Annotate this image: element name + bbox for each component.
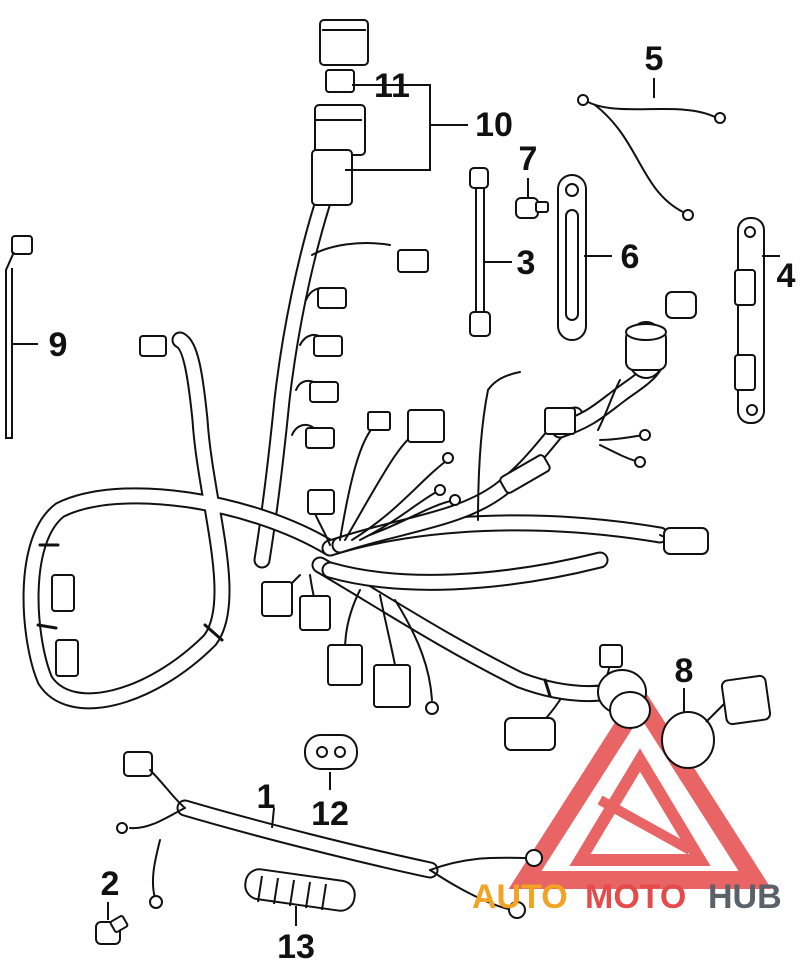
part-2-bolt [95, 915, 129, 945]
label-8: 8 [675, 652, 694, 690]
part-6-bracket [557, 174, 587, 341]
harness-connectors [51, 249, 709, 751]
part-4-strap [734, 217, 765, 424]
label-1: 1 [257, 778, 276, 816]
label-11: 11 [374, 67, 410, 105]
label-4: 4 [777, 257, 796, 295]
label-12: 12 [311, 795, 349, 833]
part-13-sleeve [244, 868, 356, 912]
label-6: 6 [621, 238, 640, 276]
watermark-logo-icon [508, 683, 772, 889]
label-5: 5 [645, 40, 664, 78]
watermark-hub: HUB [708, 878, 782, 916]
part-5-ground-wire [577, 94, 726, 221]
label-2: 2 [101, 865, 120, 903]
watermark-text: AUTO MOTO HUB [472, 878, 782, 916]
part-12-grommet [304, 734, 358, 770]
label-7: 7 [519, 140, 538, 178]
label-10: 10 [475, 106, 513, 144]
part-1-sub-harness [116, 751, 543, 919]
part-9-cable-tie [5, 235, 33, 439]
part-number-labels: 1 2 3 4 5 6 7 8 9 10 11 12 13 [49, 40, 796, 962]
relay-assembly [311, 19, 369, 206]
part-8-cap [597, 669, 772, 769]
part-3-tube [469, 167, 491, 337]
label-9: 9 [49, 326, 68, 364]
label-3: 3 [517, 244, 536, 282]
label-13: 13 [277, 928, 315, 962]
watermark-auto: AUTO [472, 878, 568, 916]
part-7-bolt [515, 197, 549, 219]
watermark-moto: MOTO [585, 878, 686, 916]
leader-lines [12, 78, 780, 926]
